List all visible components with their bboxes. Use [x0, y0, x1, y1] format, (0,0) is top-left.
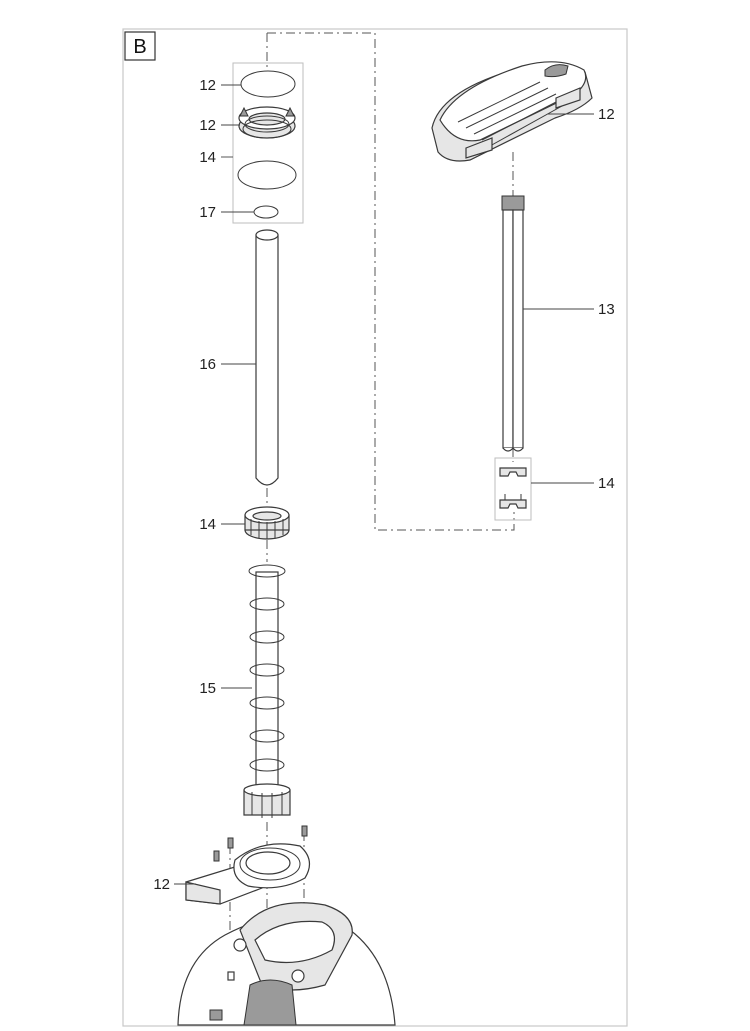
leader-lines [174, 84, 594, 885]
o-ring-top [240, 70, 296, 98]
callout-ring-top: 12 [199, 77, 216, 94]
callout-union-nut: 14 [199, 516, 216, 533]
callout-mount-bracket: 12 [153, 876, 170, 893]
callout-lamp-housing: 12 [598, 106, 615, 123]
assembly-path-lines [229, 32, 515, 975]
panel-label: B [133, 36, 146, 58]
lamp-clips [494, 457, 532, 521]
seal-group-box [232, 62, 304, 224]
diagram-frame [122, 28, 628, 1027]
callout-seal-set-top: 14 [199, 149, 216, 166]
seal-ring [237, 160, 297, 190]
callout-uvc-lamp: 13 [598, 301, 615, 318]
callout-lamp-clips: 14 [598, 475, 615, 492]
callout-labels: 12 12 14 17 16 14 15 12 12 13 14 [153, 77, 614, 893]
small-o-ring [253, 205, 279, 219]
panel-label-box: B [124, 31, 156, 61]
callout-nut-top: 12 [199, 117, 216, 134]
callout-cleaning-spiral: 15 [199, 680, 216, 697]
callout-quartz-tube: 16 [199, 356, 216, 373]
mount-bracket [185, 843, 311, 905]
threaded-nut-top [238, 106, 296, 139]
callout-small-ring: 17 [199, 204, 216, 221]
cleaning-spiral [243, 564, 291, 818]
uvc-lamp [501, 195, 525, 452]
union-nut [244, 506, 290, 540]
filter-housing [177, 902, 396, 1026]
screws [213, 825, 308, 862]
lamp-housing [431, 61, 593, 162]
quartz-tube [255, 229, 279, 486]
